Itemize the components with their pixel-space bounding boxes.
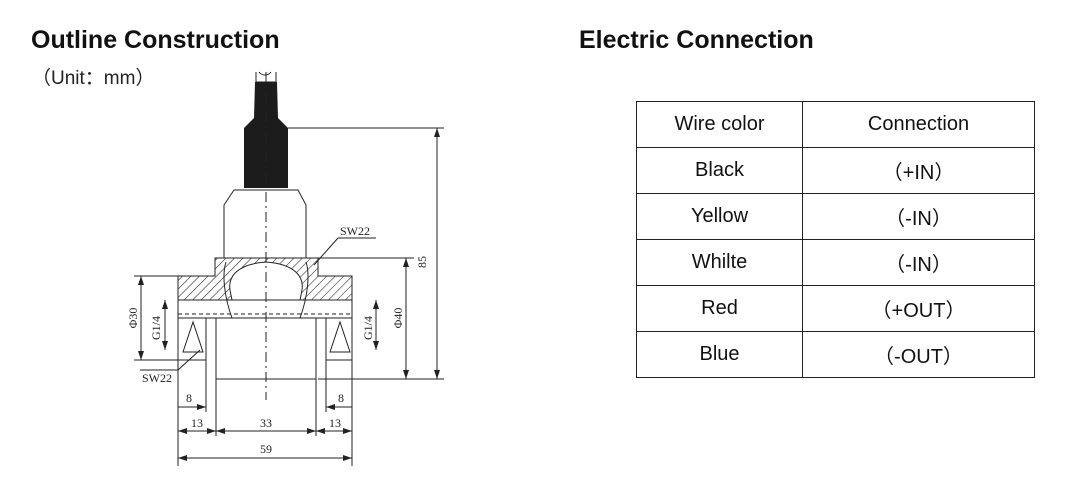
dim-33-label: 33	[260, 416, 272, 430]
dim-8-right-label: 8	[338, 391, 344, 405]
sw-bottom-label: SW22	[142, 371, 172, 385]
wire-color-cell: Whilte	[636, 239, 803, 286]
table-row: Whilte （-IN）	[636, 239, 1035, 286]
phi30-label: Φ30	[126, 308, 140, 329]
connection-cell: （+IN）	[802, 147, 1035, 194]
sw-top-label: SW22	[340, 224, 370, 238]
table-row: Blue （-OUT）	[636, 331, 1035, 378]
table-row: Black （+IN）	[636, 147, 1035, 194]
lower-body	[177, 72, 353, 400]
connection-cell: （-IN）	[802, 193, 1035, 240]
wire-color-cell: Black	[636, 147, 803, 194]
dim-13-right-label: 13	[329, 416, 341, 430]
dimension-85: 85	[288, 127, 444, 380]
dim-59-label: 59	[260, 442, 272, 456]
wire-color-cell: Red	[636, 285, 803, 332]
table-header-row: Wire color Connection	[636, 101, 1035, 148]
dimension-phi40: Φ40	[318, 257, 414, 379]
thread-left-label: G1/4	[149, 316, 163, 340]
dim-8-left-label: 8	[186, 391, 192, 405]
header-wire-color: Wire color	[636, 101, 803, 148]
connection-cell: （-IN）	[802, 239, 1035, 286]
sw22-leaders: SW22 SW22	[140, 224, 376, 385]
wire-color-cell: Yellow	[636, 193, 803, 240]
header-connection: Connection	[802, 101, 1035, 148]
thread-labels: G1/4 G1/4	[149, 300, 379, 350]
phi40-label: Φ40	[391, 308, 405, 329]
wire-color-cell: Blue	[636, 331, 803, 378]
horizontal-dimensions: 8 8 13 33 13 59	[177, 360, 353, 466]
connection-cell: （+OUT）	[802, 285, 1035, 332]
table-row: Yellow （-IN）	[636, 193, 1035, 240]
dim-13-left-label: 13	[191, 416, 203, 430]
table-row: Red （+OUT）	[636, 285, 1035, 332]
unit-note: （Unit：mm）	[32, 68, 155, 89]
electric-connection-title: Electric Connection	[579, 26, 814, 54]
upper-body	[177, 189, 353, 319]
connection-cell: （-OUT）	[802, 331, 1035, 378]
dimension-phi30: Φ30	[126, 275, 178, 361]
wire-connection-table: Wire color Connection Black （+IN） Yellow…	[636, 101, 1035, 378]
thread-right-label: G1/4	[361, 316, 375, 340]
outline-construction-title: Outline Construction	[31, 26, 280, 54]
dim-85-label: 85	[415, 256, 429, 268]
